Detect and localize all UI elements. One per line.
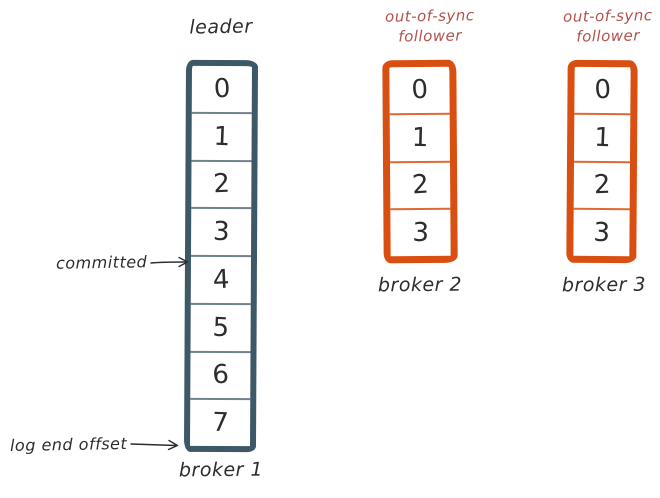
broker1-label: broker 1 xyxy=(178,458,264,482)
leader-log-cell-6: 6 xyxy=(190,350,251,399)
log-end-offset-arrow-icon xyxy=(130,439,179,451)
log-end-offset-label: log end offset xyxy=(9,433,128,455)
follower3-role-label: out-of-sync follower xyxy=(553,5,660,47)
leader-log-column: 0 1 2 3 4 5 6 7 xyxy=(183,59,259,453)
leader-log-cell-7: 7 xyxy=(190,398,251,447)
leader-log-cell-4: 4 xyxy=(190,254,252,303)
broker2-label: broker 2 xyxy=(377,273,463,297)
leader-log-cell-3: 3 xyxy=(191,207,252,256)
follower2-log-cell-2: 2 xyxy=(389,160,451,209)
follower3-log-cell-2: 2 xyxy=(573,160,631,209)
follower2-log-column: 0 1 2 3 xyxy=(382,59,458,264)
leader-log-cell-2: 2 xyxy=(191,159,252,208)
broker3-label: broker 3 xyxy=(561,273,647,297)
leader-log-cell-0: 0 xyxy=(212,73,231,105)
committed-annotation: committed xyxy=(56,251,190,273)
follower2-log-cell-0: 0 xyxy=(410,74,429,106)
log-end-offset-annotation: log end offset xyxy=(10,433,180,455)
follower3-log-cell-1: 1 xyxy=(574,112,631,161)
follower3-role-line2: follower xyxy=(576,26,641,46)
follower2-role-line2: follower xyxy=(398,26,463,46)
follower2-log-cell-3: 3 xyxy=(390,208,451,257)
committed-label: committed xyxy=(55,251,148,273)
leader-log-cell-1: 1 xyxy=(191,111,252,160)
leader-title: leader xyxy=(189,15,253,39)
follower2-role-label: out-of-sync follower xyxy=(375,5,486,47)
follower3-role-line1: out-of-sync xyxy=(562,6,653,26)
leader-log-cell-5: 5 xyxy=(190,302,251,351)
follower3-log-cell-3: 3 xyxy=(573,208,630,257)
follower3-log-cell-0: 0 xyxy=(593,74,612,106)
follower2-log-cell-1: 1 xyxy=(389,112,450,161)
committed-arrow-icon xyxy=(150,256,189,268)
follower3-log-column: 0 1 2 3 xyxy=(566,59,638,264)
follower2-role-line1: out-of-sync xyxy=(384,6,475,26)
